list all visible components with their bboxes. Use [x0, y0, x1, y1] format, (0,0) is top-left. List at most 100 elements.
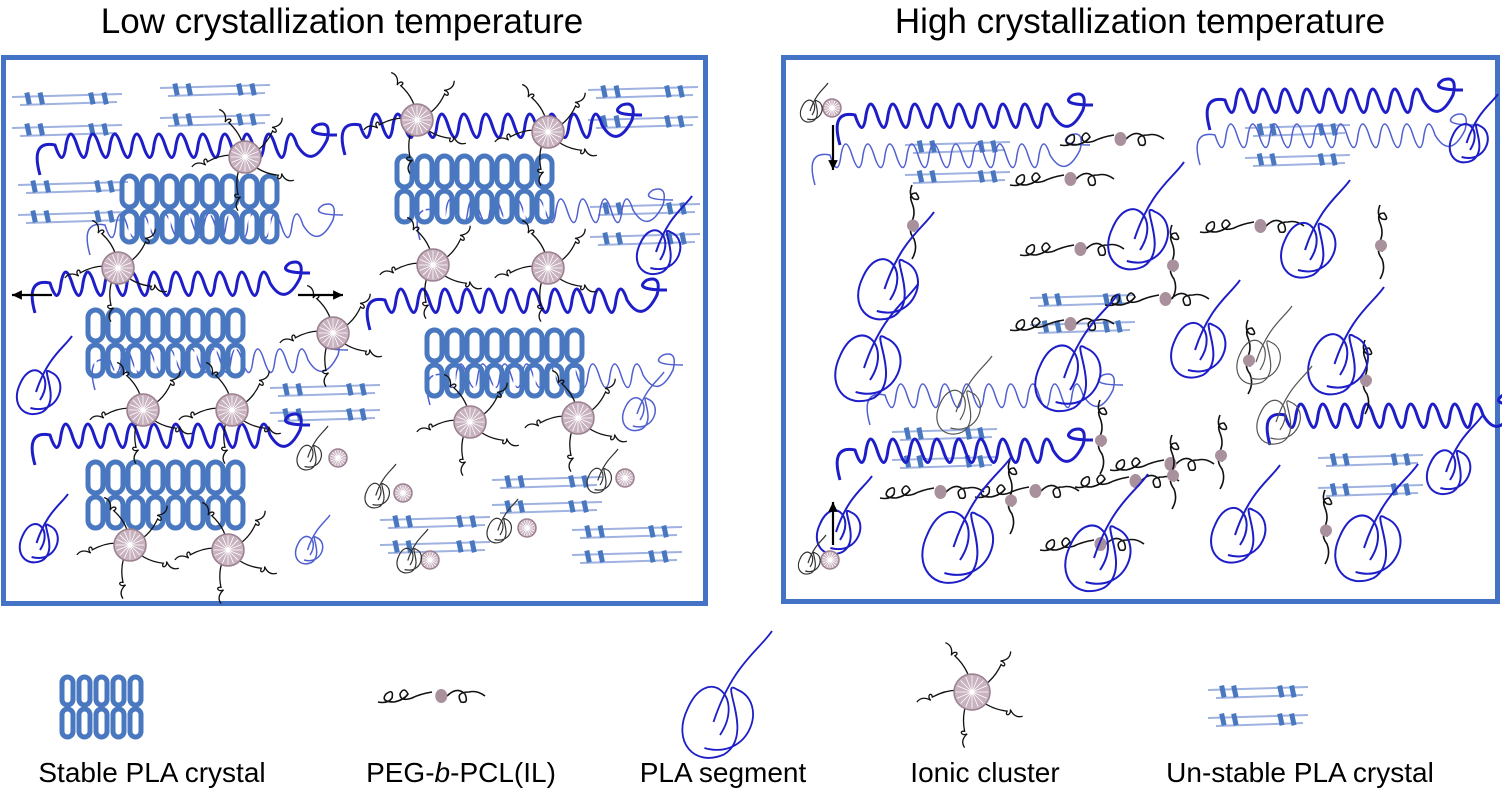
- ionic-cluster-icon: [178, 361, 282, 464]
- peg-pcl-chain-icon: [1243, 319, 1256, 395]
- pla-segment-icon: [1034, 293, 1119, 413]
- pla-segment-icon: [797, 534, 827, 575]
- legend-label-suffix: -PCL(IL): [450, 757, 556, 788]
- legend-label-peg-pcl: PEG-b-PCL(IL): [366, 757, 556, 789]
- peg-pcl-chain-icon: [1104, 292, 1210, 307]
- unstable-crystal-icon: [891, 427, 998, 441]
- peg-pcl-chain-icon: [1360, 339, 1373, 415]
- left-panel-title: Low crystallization temperature: [100, 2, 584, 41]
- unstable-crystal-icon: [571, 525, 683, 539]
- pla-segment-icon: [586, 448, 619, 494]
- pla-chain-wave: [365, 277, 668, 331]
- pla-segment-icon: [294, 514, 331, 565]
- unstable-crystal-icon: [379, 515, 491, 529]
- pla-chain-wave: [35, 122, 338, 176]
- expansion-arrow-icon: [12, 290, 52, 300]
- legend-label-italic: b: [434, 757, 451, 788]
- legend-label-prefix: PEG-: [366, 757, 435, 788]
- stable-crystal-icon: [119, 173, 280, 245]
- unstable-crystal-icon: [11, 92, 123, 106]
- pla-chain-wave: [1205, 77, 1464, 131]
- peg-pcl-chain-icon: [1059, 132, 1165, 147]
- unstable-crystal-icon: [587, 85, 699, 99]
- peg-pcl-chain-icon: [1320, 489, 1333, 565]
- pla-segment-icon: [1334, 463, 1419, 583]
- pla-chain-wave: [30, 412, 311, 466]
- pla-chain-wave: [811, 133, 1091, 186]
- pla-segment-icon: [1170, 279, 1241, 379]
- pla-segment-icon: [1280, 179, 1351, 279]
- pla-chain-wave: [30, 260, 311, 314]
- pla-segment-icon: [834, 283, 919, 403]
- ionic-cluster-icon: [76, 496, 180, 599]
- unstable-crystal-icon: [379, 540, 491, 554]
- ionic-cluster-icon: [615, 468, 635, 488]
- unstable-crystal-icon: [159, 113, 271, 127]
- unstable-crystal-icon: [1207, 713, 1309, 727]
- ionic-cluster-icon: [420, 550, 440, 570]
- ionic-cluster-icon: [820, 550, 840, 570]
- ionic-cluster-icon: [328, 448, 348, 468]
- peg-pcl-chain-icon: [1095, 399, 1108, 475]
- unstable-crystal-icon: [17, 180, 129, 194]
- peg-pcl-chain-icon: [1109, 457, 1215, 472]
- unstable-crystal-icon: [1244, 123, 1351, 137]
- pla-chain-wave: [866, 373, 1124, 426]
- ionic-cluster-icon: [494, 219, 598, 322]
- ionic-cluster-icon: [174, 501, 278, 604]
- pla-chain-wave: [1265, 393, 1502, 446]
- expansion-arrow-icon: [828, 125, 838, 170]
- unstable-crystal-icon: [269, 408, 381, 422]
- ionic-cluster-icon: [822, 98, 842, 118]
- pla-segment-icon: [936, 355, 993, 435]
- pla-segment-icon: [486, 498, 519, 544]
- ionic-cluster-icon: [494, 83, 598, 186]
- pla-segment-icon: [1210, 464, 1281, 564]
- unstable-crystal-icon: [1207, 685, 1309, 699]
- unstable-crystal-icon: [904, 140, 1011, 154]
- unstable-crystal-icon: [1244, 153, 1351, 167]
- peg-pcl-chain-icon: [1074, 474, 1180, 489]
- ionic-cluster-icon: [393, 483, 413, 503]
- ionic-cluster-icon: [524, 369, 628, 472]
- pla-segment-icon: [296, 425, 329, 471]
- peg-pcl-chain-icon: [907, 184, 920, 260]
- pla-segment-icon: [15, 335, 73, 415]
- pla-segment-icon: [1064, 473, 1149, 593]
- pla-chain-wave: [340, 102, 643, 156]
- pla-chain-wave: [835, 92, 1094, 146]
- ionic-cluster-icon: [279, 284, 383, 387]
- peg-pcl-chain-icon: [1019, 242, 1125, 257]
- unstable-crystal-icon: [1029, 320, 1136, 334]
- ionic-cluster-icon: [916, 642, 1023, 748]
- pla-segment-icon: [18, 493, 69, 564]
- peg-pcl-chain-icon: [879, 485, 985, 500]
- peg-pcl-chain-icon: [1167, 224, 1180, 300]
- peg-pcl-chain-icon: [1215, 414, 1228, 490]
- stable-crystal-icon: [85, 307, 246, 379]
- pla-segment-icon: [921, 455, 1013, 584]
- unstable-crystal-icon: [491, 500, 603, 514]
- unstable-crystal-icon: [571, 550, 683, 564]
- peg-pcl-chain-icon: [1009, 317, 1115, 332]
- pla-segment-icon: [364, 463, 397, 509]
- right-panel-title: High crystallization temperature: [894, 2, 1386, 41]
- pla-segment-icon: [1107, 161, 1185, 271]
- unstable-crystal-icon: [1317, 453, 1424, 467]
- pla-segment-icon: [1307, 286, 1385, 396]
- ionic-cluster-icon: [64, 219, 168, 322]
- unstable-crystal-icon: [587, 115, 699, 129]
- expansion-arrow-icon: [828, 502, 838, 545]
- unstable-crystal-icon: [159, 83, 271, 97]
- stable-crystal-icon: [394, 153, 555, 225]
- ionic-cluster-icon: [89, 361, 193, 464]
- ionic-cluster-icon: [416, 373, 520, 476]
- pla-segment-icon: [1256, 365, 1313, 445]
- unstable-crystal-icon: [269, 383, 381, 397]
- ionic-cluster-icon: [379, 216, 483, 319]
- peg-pcl-chain-icon: [1039, 537, 1145, 552]
- peg-pcl-chain-icon: [1199, 219, 1305, 234]
- low-temperature-panel: [1, 55, 708, 606]
- legend-label-pla-segment: PLA segment: [639, 757, 807, 788]
